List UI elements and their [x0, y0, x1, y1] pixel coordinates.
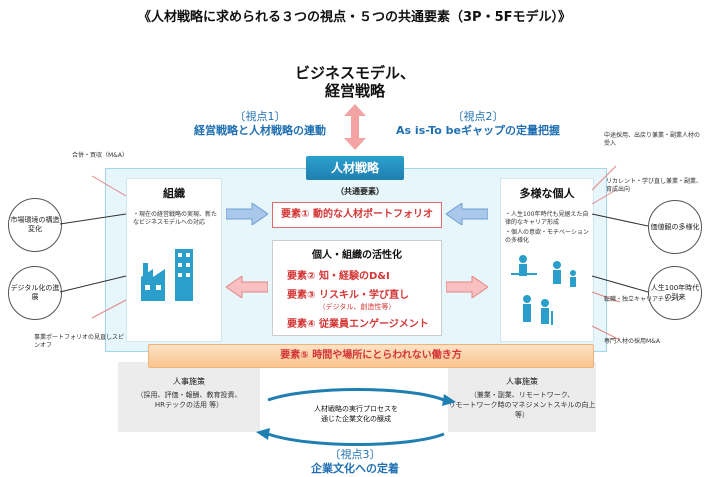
viewpoint1: 〔視点1〕 経営戦略と人材戦略の連動	[170, 110, 350, 138]
hr-measures-right-text1: （兼業・副業、リモートワーク、	[469, 391, 575, 399]
hr-measures-left-text1: （採用、評価・報酬、教育投資、	[136, 391, 242, 399]
viewpoint2: 〔視点2〕 As is-To beギャップの定量把握	[378, 110, 578, 138]
element2-text: 要素② 知・経験のD&I	[287, 271, 390, 282]
market-change-circle: 市場環境の構造変化	[8, 198, 62, 252]
individual-title: 多様な個人	[519, 187, 575, 200]
culture-note: 人材戦略の実行プロセスを 通じた企業文化の醸成	[294, 404, 418, 424]
culture-note-line1: 人材戦略の実行プロセスを	[314, 405, 398, 413]
hr-measures-left-text2: HRテックの活用 等）	[154, 401, 224, 409]
midcareer-hiring-label: 中途採用、出戻り兼業・副業人材の受入	[604, 132, 701, 147]
building-icon	[141, 249, 193, 301]
vertical-double-arrow	[344, 104, 366, 150]
viewpoint1-text: 経営戦略と人材戦略の連動	[194, 124, 326, 137]
portfolio-review-label: 事業ポートフォリオの見直しスピンオフ	[34, 334, 125, 349]
element5-bar: 要素⑤ 時間や場所にとらわれない働き方	[148, 344, 594, 368]
element3-sub: （デジタル、創造性等）	[318, 303, 396, 311]
hr-measures-right: 人事施策 （兼業・副業、リモートワーク、 リモートワーク時のマネジメントスキルの…	[448, 362, 596, 432]
arrow-right-icon	[226, 203, 268, 225]
individual-panel: 多様な個人 ・人生100年時代も見据えた自律的なキャリア形成 ・個人の意欲・モチ…	[500, 178, 594, 342]
organization-title: 組織	[163, 187, 185, 200]
activation-box: 個人・組織の活性化 要素② 知・経験のD&I 要素③ リスキル・学び直し （デジ…	[272, 240, 442, 336]
viewpoint3: 〔視点3〕 企業文化への定着	[270, 448, 440, 476]
viewpoint1-label: 〔視点1〕	[234, 110, 286, 123]
values-diversity-circle: 価値観の多様化	[648, 200, 702, 254]
viewpoint3-label: 〔視点3〕	[329, 448, 381, 461]
recurrent-label: リカレント・学び直し兼業・副業、育成出向	[606, 178, 703, 193]
business-model-line2: 経営戦略	[324, 82, 385, 100]
business-model-box: ビジネスモデル、 経営戦略	[290, 64, 420, 100]
career-change-label: 転職・独立キャリアチェンジ	[604, 296, 682, 303]
element4-text: 要素④ 従業員エンゲージメント	[287, 319, 429, 330]
arrow-right-icon	[446, 276, 488, 298]
element1-box: 要素① 動的な人材ポートフォリオ	[272, 202, 442, 228]
hr-measures-left: 人事施策 （採用、評価・報酬、教育投資、 HRテックの活用 等）	[118, 362, 260, 432]
individual-note-1: ・人生100年時代も見据えた自律的なキャリア形成	[505, 211, 589, 226]
cycle-arrow-icon	[256, 388, 456, 446]
hr-measures-right-title: 人事施策	[506, 377, 538, 386]
specialist-hiring-label: 専門人材の採用M&A	[604, 338, 660, 345]
activation-title: 個人・組織の活性化	[312, 250, 402, 261]
hr-measures-right-text2: リモートワーク時のマネジメントスキルの向上 等）	[448, 401, 596, 419]
culture-note-line2: 通じた企業文化の醸成	[321, 415, 391, 423]
organization-note: ・現在の経営戦略の実現、新たなビジネスモデルへの対応	[133, 211, 218, 226]
common-elements-label: （共通要素）	[336, 187, 384, 196]
people-icon	[511, 255, 576, 325]
viewpoint2-text: As is-To beギャップの定量把握	[396, 124, 560, 137]
individual-note-2: ・個人の意欲・モチベーションの多様化	[505, 229, 589, 244]
digitalization-circle: デジタル化の進展	[8, 266, 62, 320]
hr-strategy-tab: 人材戦略	[306, 156, 404, 180]
page-title: 《人材戦略に求められる３つの視点・５つの共通要素（3P・5Fモデル）》	[138, 10, 571, 25]
hr-measures-left-title: 人事施策	[173, 377, 205, 386]
life100-circle: 人生100年時代の到来	[648, 266, 702, 320]
viewpoint2-label: 〔視点2〕	[452, 110, 504, 123]
element3-text: 要素③ リスキル・学び直し	[287, 290, 409, 301]
viewpoint3-text: 企業文化への定着	[311, 462, 399, 475]
arrow-left-icon	[446, 203, 488, 225]
business-model-line1: ビジネスモデル、	[294, 64, 415, 82]
ma-label: 合併・買収（M&A）	[72, 152, 128, 159]
organization-panel: 組織 ・現在の経営戦略の実現、新たなビジネスモデルへの対応	[126, 178, 222, 342]
arrow-left-icon	[226, 276, 268, 298]
